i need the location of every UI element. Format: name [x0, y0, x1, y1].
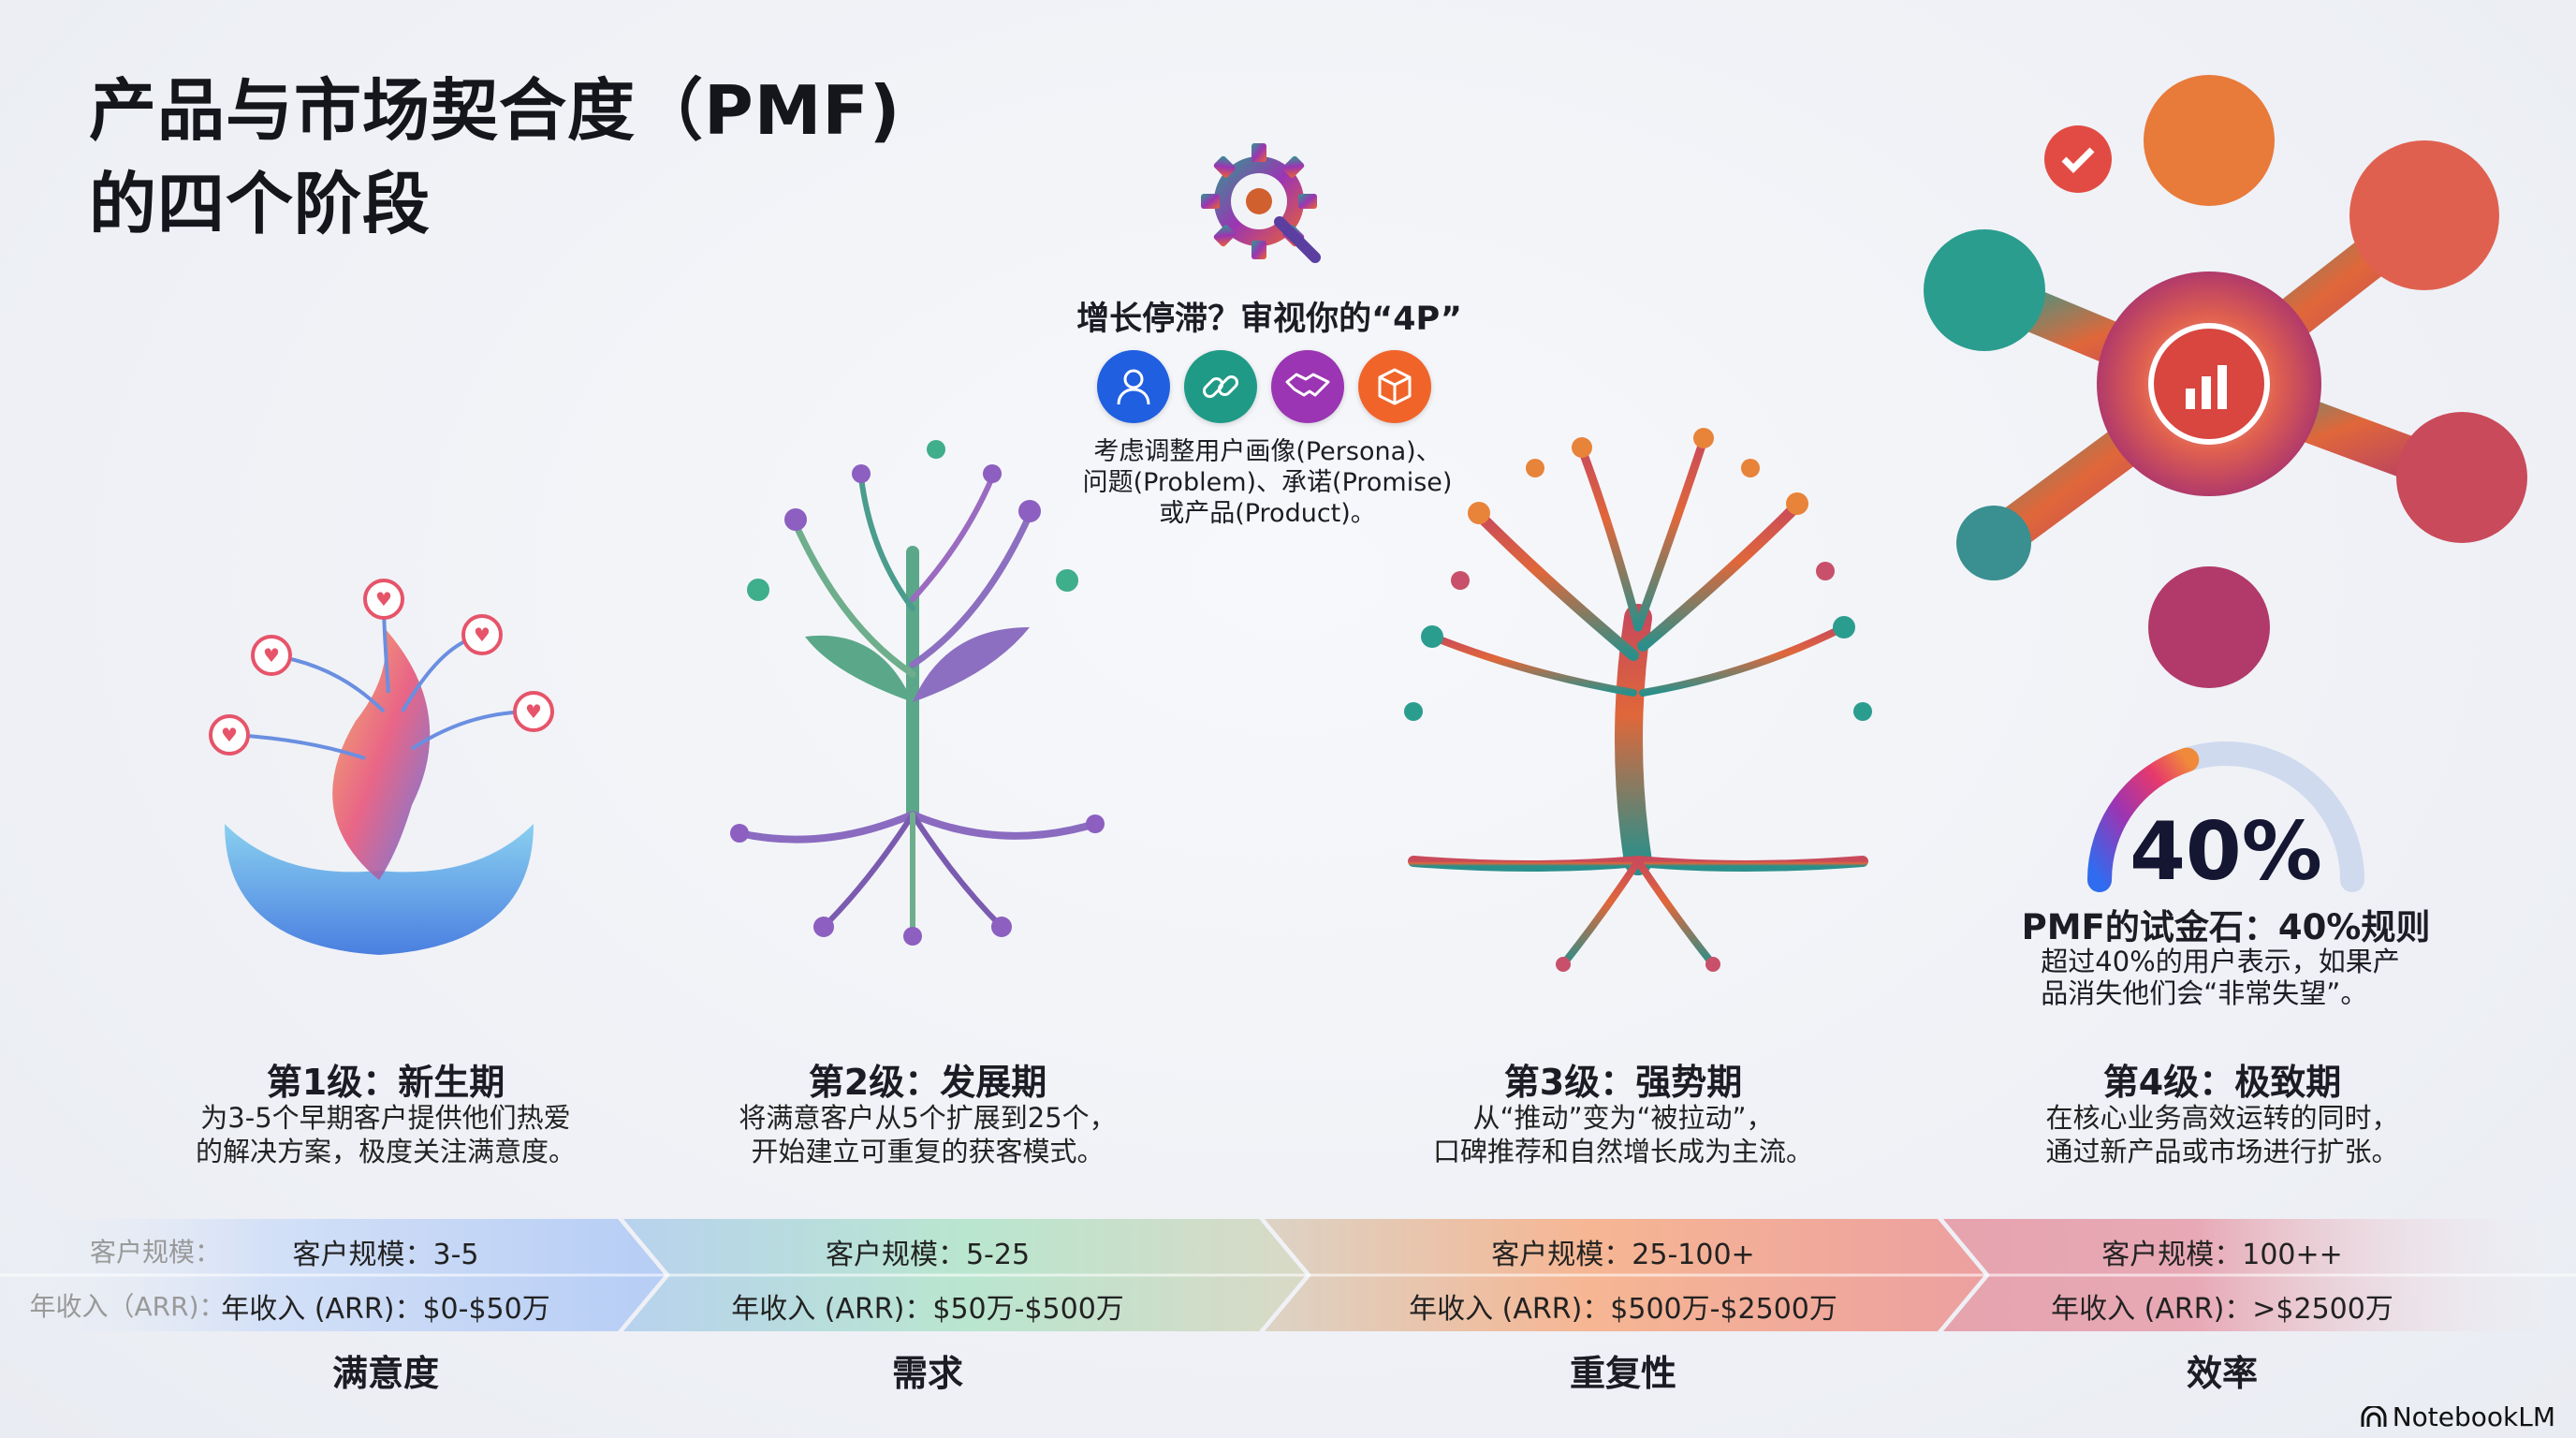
notebooklm-logo-icon	[2361, 1405, 2387, 1427]
rule-title: PMF的试金石：40%规则	[2021, 907, 2431, 947]
stage-2-focus: 需求	[891, 1353, 964, 1394]
hand-shape	[225, 824, 534, 955]
customers-row-label: 客户规模：	[89, 1237, 222, 1268]
stage-2-arr: 年收入 (ARR)：$50万-$500万	[731, 1293, 1124, 1326]
persona-icon	[1097, 350, 1170, 423]
hub-node	[2396, 412, 2527, 543]
chart-icon	[2186, 365, 2227, 409]
svg-text:♥: ♥	[263, 644, 280, 667]
title-line-2: 的四个阶段	[89, 165, 432, 243]
hub-node	[2148, 566, 2270, 688]
stage-4-title: 第4级：极致期	[2102, 1062, 2342, 1103]
desc-line: 为3-5个早期客户提供他们热爱	[200, 1102, 571, 1134]
four-p-heading: 增长停滞？审视你的“4P”	[1076, 301, 1462, 338]
arr-row-label: 年收入（ARR)：	[29, 1291, 226, 1322]
page-title: 产品与市场契合度（PMF) 的四个阶段	[89, 64, 901, 251]
desc-line: 将满意客户从5个扩展到25个，	[739, 1102, 1117, 1134]
growth-hub-illustration	[1924, 75, 2527, 688]
stage-1-description: 为3-5个早期客户提供他们热爱的解决方案，极度关注满意度。	[196, 1101, 576, 1168]
box-icon	[1358, 350, 1431, 423]
stage-progress-band	[0, 1219, 2576, 1331]
heart-bubble	[209, 714, 250, 756]
flame-leaf	[332, 627, 431, 880]
stage-2-customers: 客户规模：5-25	[825, 1239, 1031, 1271]
hub-node	[1924, 229, 2045, 351]
title-line-1: 产品与市场契合度（PMF)	[89, 71, 901, 150]
desc-line: 通过新产品或市场进行扩张。	[2045, 1136, 2399, 1167]
stage-3-focus: 重复性	[1569, 1353, 1677, 1394]
hub-node	[2349, 140, 2499, 290]
stage-3-title: 第3级：强势期	[1503, 1062, 1743, 1103]
desc-line: 开始建立可重复的获客模式。	[751, 1136, 1105, 1167]
four-p-desc-line: 考虑调整用户画像(Persona)、	[1093, 437, 1442, 466]
stage-3-customers: 客户规模：25-100+	[1491, 1239, 1755, 1271]
handshake-icon	[1271, 350, 1344, 423]
stage-4-customers: 客户规模：100++	[2101, 1239, 2343, 1271]
stage-1-customers: 客户规模：3-5	[292, 1239, 479, 1271]
four-p-desc-line: 或产品(Product)。	[1159, 499, 1376, 528]
desc-line: 在核心业务高效运转的同时，	[2045, 1102, 2399, 1134]
desc-line: 从“推动”变为“被拉动”，	[1472, 1102, 1774, 1134]
rule-description: 超过40%的用户表示，如果产 品消失他们会“非常失望”。	[2041, 946, 2399, 1009]
gear-magnifier-icon	[1201, 143, 1321, 263]
notebooklm-brand: NotebookLM	[2361, 1401, 2555, 1432]
brand-label: NotebookLM	[2392, 1401, 2555, 1432]
stage-4-focus: 效率	[2186, 1353, 2259, 1394]
stage-4-description: 在核心业务高效运转的同时，通过新产品或市场进行扩张。	[2045, 1101, 2398, 1168]
svg-text:♥: ♥	[221, 724, 238, 746]
heart-bubble	[251, 635, 292, 676]
check-node	[2044, 125, 2112, 193]
hub-node	[1956, 506, 2031, 580]
forty-percent-gauge	[2087, 741, 2364, 892]
desc-line: 口碑推荐和自然增长成为主流。	[1432, 1136, 1814, 1167]
strong-tree-illustration	[1404, 428, 1872, 972]
rule-desc-line: 超过40%的用户表示，如果产	[2041, 946, 2400, 977]
stage-3-description: 从“推动”变为“被拉动”，口碑推荐和自然增长成为主流。	[1433, 1101, 1813, 1168]
stage-1-arr: 年收入 (ARR)：$0-$50万	[221, 1293, 550, 1326]
svg-text:♥: ♥	[474, 624, 490, 646]
stage-2-title: 第2级：发展期	[808, 1062, 1047, 1103]
growing-tree-illustration	[730, 440, 1105, 946]
svg-text:♥: ♥	[375, 588, 392, 610]
stage-3-arr: 年收入 (ARR)：$500万-$2500万	[1409, 1293, 1837, 1326]
four-p-description: 考虑调整用户画像(Persona)、 问题(Problem)、承诺(Promis…	[1083, 436, 1453, 529]
stage-1-title: 第1级：新生期	[266, 1062, 505, 1103]
link-icon	[1184, 350, 1257, 423]
stage-4-arr: 年收入 (ARR)：>$2500万	[2051, 1293, 2393, 1326]
rule-value: 40%	[2130, 805, 2322, 899]
four-p-desc-line: 问题(Problem)、承诺(Promise)	[1082, 468, 1453, 497]
gauge-fill	[2087, 747, 2200, 892]
desc-line: 的解决方案，极度关注满意度。	[195, 1136, 577, 1167]
svg-text:♥: ♥	[525, 700, 542, 723]
hub-node	[2144, 75, 2275, 206]
heart-bubble	[513, 691, 554, 732]
rule-desc-line: 品消失他们会“非常失望”。	[2041, 977, 2368, 1009]
stage-2-description: 将满意客户从5个扩展到25个，开始建立可重复的获客模式。	[739, 1101, 1116, 1168]
heart-bubble	[461, 614, 503, 655]
sprout-illustration: ♥ ♥ ♥ ♥ ♥	[209, 579, 554, 955]
heart-bubble	[363, 579, 404, 620]
stage-1-focus: 满意度	[331, 1353, 440, 1394]
